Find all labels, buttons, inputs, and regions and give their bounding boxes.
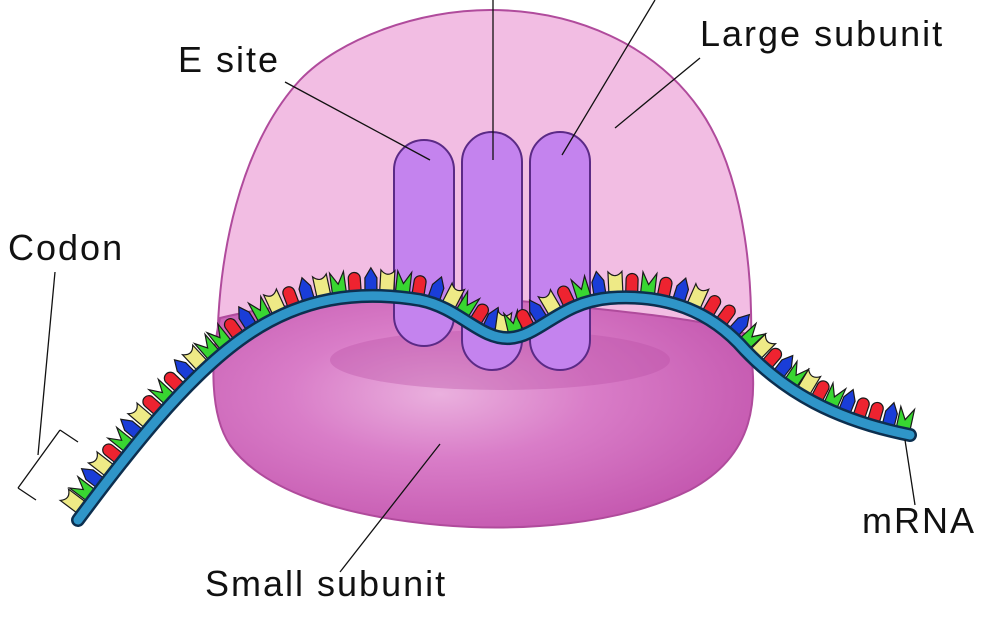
- large-subunit-label: Large subunit: [700, 13, 944, 54]
- e-site-label: E site: [178, 39, 280, 80]
- large-subunit-leader: [614, 57, 701, 129]
- codon-label: Codon: [8, 227, 124, 268]
- mrna-leader: [904, 439, 916, 506]
- a-site-leader: [561, 0, 656, 156]
- codon-leader: [37, 271, 56, 456]
- codon-bracket: [17, 429, 79, 501]
- small-subunit-leader: [339, 443, 441, 573]
- small-subunit-label: Small subunit: [205, 563, 447, 604]
- mrna-strand: [73, 291, 915, 525]
- e-site-leader: [284, 81, 431, 161]
- mrna-label: mRNA: [862, 500, 976, 541]
